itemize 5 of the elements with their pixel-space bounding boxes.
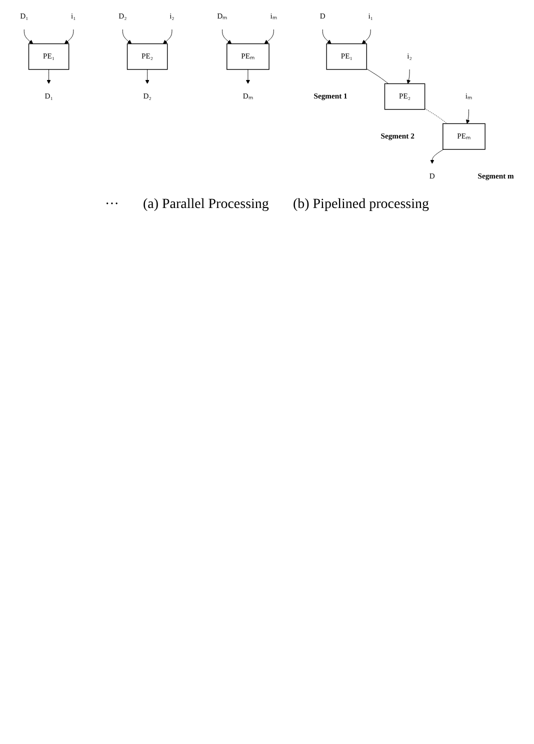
connector (366, 68, 389, 84)
caption-text: ··· (104, 197, 119, 214)
caption-text: (b) Pipelined processing (292, 197, 430, 214)
connector (424, 108, 448, 124)
caption-text: (a) Parallel Processing (142, 197, 269, 214)
